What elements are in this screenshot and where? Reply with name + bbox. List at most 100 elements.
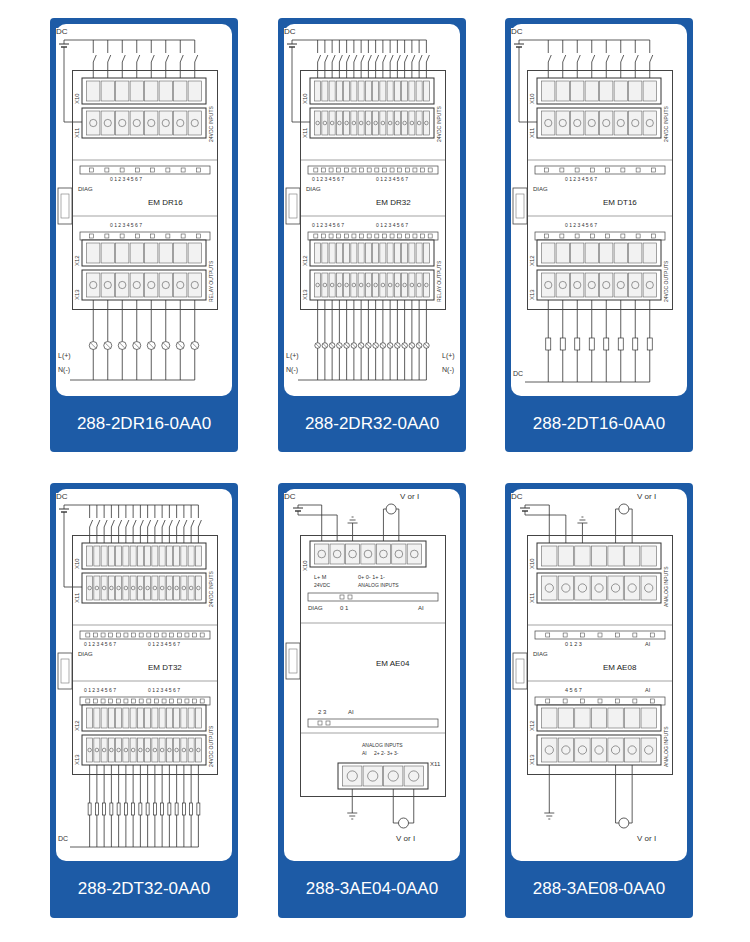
- load-symbol: [190, 803, 193, 815]
- screw: [359, 121, 363, 125]
- wire: [606, 55, 609, 78]
- terminal: [123, 576, 129, 600]
- screw: [318, 550, 326, 558]
- terminal: [101, 81, 114, 101]
- lamp-symbol: [366, 343, 372, 349]
- terminal-label: X12: [74, 255, 80, 266]
- lamp-symbol: [147, 342, 155, 350]
- led: [621, 234, 625, 238]
- terminal-label: 0 1 2 3 4 5 6 7: [84, 688, 116, 693]
- wire: [108, 55, 111, 78]
- screw: [367, 121, 371, 125]
- terminal: [195, 576, 201, 600]
- terminal: [336, 81, 342, 101]
- wire: [563, 55, 566, 78]
- module-name: EM DT32: [147, 664, 183, 672]
- battery-symbol: [520, 508, 530, 509]
- wire: [140, 520, 143, 543]
- wire: [96, 815, 97, 847]
- terminal: [130, 273, 143, 297]
- terminal: [571, 243, 584, 263]
- terminal: [87, 708, 93, 728]
- wire: [111, 765, 112, 803]
- led: [196, 234, 200, 238]
- terminal: [624, 738, 639, 762]
- terminal-label: DIAG: [533, 186, 548, 192]
- terminal-block: [310, 78, 434, 104]
- terminal: [116, 738, 122, 762]
- terminal-block: [537, 240, 661, 266]
- terminal-label: X11: [74, 128, 80, 138]
- terminal: [402, 273, 408, 297]
- led: [633, 699, 637, 703]
- terminal: [152, 708, 158, 728]
- wire: [93, 55, 96, 78]
- screw: [645, 746, 653, 754]
- screw: [124, 748, 128, 752]
- load-symbol: [161, 803, 164, 815]
- wire: [140, 765, 141, 803]
- led: [428, 168, 432, 172]
- terminal: [387, 111, 393, 135]
- screw: [410, 283, 414, 287]
- lamp-symbol: [366, 344, 370, 348]
- screw: [562, 746, 570, 754]
- caption-bar: 288-2DR16-0AA0: [50, 396, 238, 452]
- wire: [346, 300, 347, 343]
- wire: [397, 348, 398, 380]
- screw: [352, 121, 356, 125]
- wire: [354, 55, 357, 78]
- wire: [162, 520, 165, 543]
- terminal-label: DC: [56, 493, 68, 501]
- led: [344, 168, 348, 172]
- screw: [124, 586, 128, 590]
- wire: [169, 520, 172, 543]
- housing-line: [72, 625, 218, 626]
- lamp-symbol: [105, 343, 111, 349]
- led: [590, 168, 594, 172]
- screw: [131, 748, 135, 752]
- terminal: [159, 273, 172, 297]
- wire: [125, 815, 126, 847]
- lamp-symbol: [322, 343, 328, 349]
- led: [185, 699, 189, 703]
- wire: [548, 55, 551, 78]
- terminal: [123, 708, 129, 728]
- led: [563, 699, 567, 703]
- terminal: [394, 273, 400, 297]
- wire: [426, 348, 427, 380]
- housing-line: [300, 623, 446, 624]
- terminal: [166, 708, 172, 728]
- module-name: EM DR32: [375, 199, 412, 207]
- screw: [617, 119, 624, 126]
- terminal: [600, 273, 613, 297]
- load-symbol: [132, 803, 135, 815]
- terminal: [315, 243, 321, 263]
- terminal: [571, 111, 584, 135]
- lamp-symbol: [388, 344, 392, 348]
- lamp-symbol: [330, 344, 334, 348]
- lamp-symbol: [351, 343, 357, 349]
- terminal-label: L(+): [442, 352, 455, 359]
- terminal: [571, 273, 584, 297]
- terminal-label: 0 1 2 3 4 5 6 7: [312, 177, 344, 182]
- terminal: [409, 81, 415, 101]
- terminal-label: 0 1 2 3 4 5 6 7: [110, 223, 142, 228]
- wire: [426, 55, 429, 78]
- terminal: [380, 243, 386, 263]
- screw: [578, 584, 586, 592]
- led: [360, 168, 364, 172]
- wire: [361, 348, 362, 380]
- led: [93, 633, 97, 637]
- led: [193, 699, 197, 703]
- terminal: [402, 81, 408, 101]
- screw: [559, 119, 566, 126]
- terminal: [351, 81, 357, 101]
- screw: [110, 748, 114, 752]
- wire: [525, 505, 549, 543]
- terminal: [365, 243, 371, 263]
- terminal: [195, 708, 201, 728]
- terminal: [159, 708, 165, 728]
- led: [166, 168, 170, 172]
- terminal: [585, 81, 598, 101]
